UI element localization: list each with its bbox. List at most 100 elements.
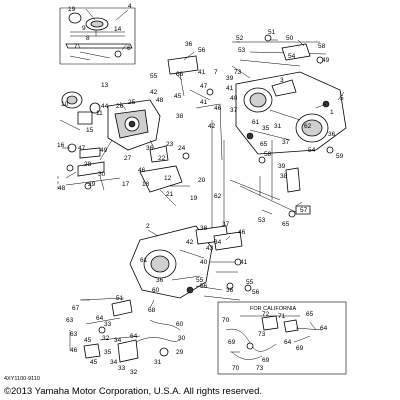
callout-1: 1	[330, 109, 334, 116]
callout-30: 30	[98, 171, 106, 178]
carburetor-body-lower	[129, 225, 229, 299]
carburetor-body-upper-left	[99, 99, 161, 161]
california-box	[217, 301, 347, 375]
callout-46d: 46	[70, 347, 78, 354]
callout-18: 18	[142, 181, 150, 188]
callout-34c: 34	[110, 359, 118, 366]
callout-38b: 38	[280, 173, 288, 180]
callout-69b: 69	[296, 345, 304, 352]
callout-39b: 39	[278, 163, 286, 170]
callout-64: 64	[96, 315, 104, 322]
callout-61b: 61	[140, 257, 148, 264]
callout-34b: 34	[114, 337, 122, 344]
callout-59: 59	[336, 153, 344, 160]
callout-64c: 64	[320, 325, 328, 332]
callout-24: 24	[178, 145, 186, 152]
callout-20: 20	[198, 177, 206, 184]
callout-19: 19	[68, 6, 76, 13]
cover-diaphragm-assembly	[59, 7, 136, 65]
callout-45c: 45	[84, 337, 92, 344]
bracket-lower-middle	[195, 231, 252, 301]
callout-27: 27	[124, 155, 132, 162]
callout-60: 60	[152, 287, 160, 294]
callout-40: 40	[230, 95, 238, 102]
callout-72: 72	[262, 311, 270, 318]
right-side-parts	[258, 146, 334, 218]
callout-65b: 65	[282, 221, 290, 228]
callout-52: 52	[236, 35, 244, 42]
callout-37: 37	[230, 107, 238, 114]
callout-66: 66	[176, 71, 184, 78]
callout-11: 11	[96, 110, 103, 117]
callout-64b: 64	[130, 333, 138, 340]
rods-and-hoses-middle	[211, 120, 301, 230]
callout-16: 16	[57, 142, 65, 149]
callout-36d: 36	[226, 287, 234, 294]
callout-19b: 19	[190, 195, 198, 202]
callout-69c: 69	[262, 357, 270, 364]
callout-29b: 29	[176, 349, 184, 356]
callout-4: 4	[128, 3, 132, 10]
callout-13: 13	[101, 82, 109, 89]
callout-26: 26	[116, 103, 124, 110]
callout-30b: 30	[178, 335, 186, 342]
callout-10: 10	[61, 101, 69, 108]
callout-68: 68	[148, 307, 156, 314]
callout-53b: 53	[258, 217, 266, 224]
callout-36b: 36	[185, 41, 193, 48]
callout-31: 31	[274, 123, 282, 130]
callout-22: 22	[158, 155, 166, 162]
callout-23: 23	[166, 141, 174, 148]
callout-47b: 47	[200, 83, 208, 90]
callout-55: 55	[150, 73, 158, 80]
callout-70: 70	[222, 317, 230, 324]
callout-14: 14	[114, 26, 122, 33]
callout-17: 17	[122, 181, 130, 188]
callout-36: 36	[146, 145, 154, 152]
carburetor-twin-upper-right	[235, 71, 347, 155]
callout-41d: 41	[240, 259, 248, 266]
callout-56: 56	[198, 47, 206, 54]
callout-58: 58	[318, 43, 326, 50]
callout-50: 50	[286, 35, 294, 42]
small-parts-left-column	[57, 143, 121, 191]
callout-73: 73	[234, 69, 242, 76]
callout-65c: 65	[306, 311, 314, 318]
drawing-number: 4XY1100-9110	[4, 376, 40, 382]
callout-46b: 46	[214, 105, 222, 112]
callout-44: 44	[101, 103, 109, 110]
callout-32b: 32	[130, 369, 138, 376]
callout-labels: 19 4 14 9 7 8 6 13 10 44 26 25 11 15 16 …	[57, 3, 344, 376]
callout-45: 45	[174, 93, 182, 100]
piston-valve-left	[59, 91, 101, 131]
callout-48b: 48	[156, 97, 164, 104]
callout-35b: 35	[104, 349, 112, 356]
callout-7b: 7	[214, 69, 218, 76]
callout-54: 54	[288, 53, 296, 60]
callout-39: 39	[226, 75, 234, 82]
callout-48: 48	[58, 185, 66, 192]
callout-71: 71	[278, 313, 286, 320]
callout-35: 35	[262, 125, 270, 132]
callout-33: 33	[104, 321, 112, 328]
callout-57: 57	[300, 207, 308, 214]
callout-25: 25	[128, 99, 136, 106]
callout-3: 3	[280, 77, 284, 84]
california-box-title: FOR CALIFORNIA	[250, 306, 296, 312]
callout-55b: 55	[196, 277, 204, 284]
callout-62: 62	[304, 123, 312, 130]
callout-15: 15	[86, 127, 94, 134]
callout-46: 46	[138, 167, 146, 174]
callout-58b: 58	[264, 151, 272, 158]
callout-54b: 54	[308, 147, 316, 154]
callout-51b: 51	[116, 295, 124, 302]
callout-36c: 36	[328, 131, 336, 138]
callout-41c: 41	[226, 85, 234, 92]
callout-47: 47	[78, 145, 86, 152]
callout-56b: 56	[200, 283, 208, 290]
callout-42b: 42	[208, 123, 216, 130]
callout-55c: 55	[246, 279, 254, 286]
leader-lines	[62, 8, 345, 353]
callout-32: 32	[102, 335, 110, 342]
